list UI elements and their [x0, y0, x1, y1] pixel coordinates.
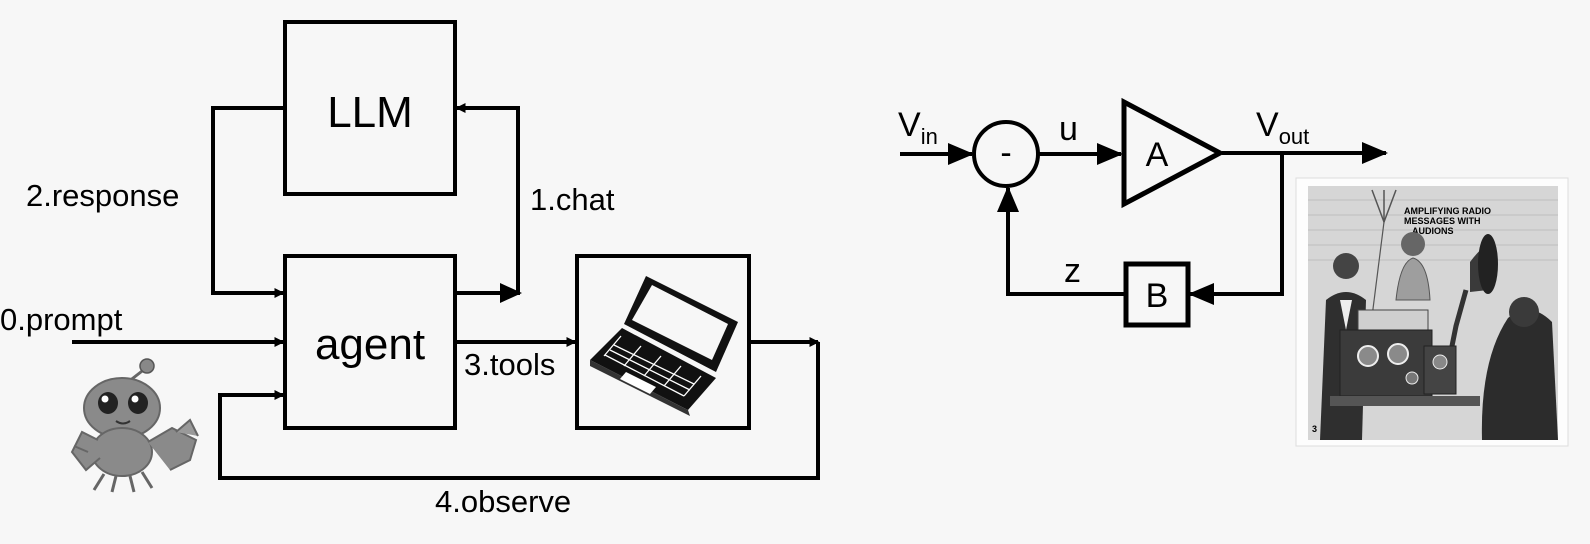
crab-robot-mascot-icon: [70, 358, 199, 493]
feedback-label: B: [1146, 277, 1169, 315]
v-in-main: V: [898, 106, 921, 144]
v-in-label: Vin: [898, 106, 938, 149]
tools-label: 3.tools: [464, 347, 555, 382]
summing-sign: -: [1000, 134, 1011, 172]
vintage-radio-illustration: AMPLIFYING RADIO MESSAGES WITH AUDIONS 3: [1295, 177, 1569, 447]
u-label: u: [1059, 110, 1078, 148]
v-out-sub: out: [1279, 124, 1310, 149]
response-arrow: [211, 106, 285, 298]
illustration-caption-3: AUDIONS: [1412, 226, 1454, 236]
chat-label: 1.chat: [530, 182, 615, 217]
agent-loop-diagram: LLM agent 1.chat: [0, 20, 820, 519]
observe-label: 4.observe: [435, 484, 571, 519]
z-label: z: [1064, 252, 1081, 290]
amplifier-label: A: [1146, 136, 1169, 174]
v-out-main: V: [1256, 106, 1279, 144]
illustration-caption-2: MESSAGES WITH: [1404, 216, 1481, 226]
plate-number: 3: [1312, 424, 1317, 434]
response-label: 2.response: [26, 178, 179, 213]
amplifier-triangle: [1121, 97, 1226, 209]
laptop-icon: [590, 276, 738, 416]
feedback-tap-arrow: [1188, 153, 1284, 305]
llm-label: LLM: [327, 88, 413, 137]
prompt-label: 0.prompt: [0, 302, 123, 337]
z-arrow: [997, 186, 1126, 296]
chat-arrow: [455, 103, 520, 295]
v-in-sub: in: [921, 124, 938, 149]
chat-arrowhead-lower: [500, 283, 522, 303]
feedback-amplifier-diagram: Vin - u A Vout B z: [898, 97, 1388, 328]
agent-label: agent: [315, 320, 425, 369]
illustration-caption-1: AMPLIFYING RADIO: [1404, 206, 1491, 216]
observe-arrow: [218, 342, 820, 480]
v-out-label: Vout: [1256, 106, 1309, 149]
